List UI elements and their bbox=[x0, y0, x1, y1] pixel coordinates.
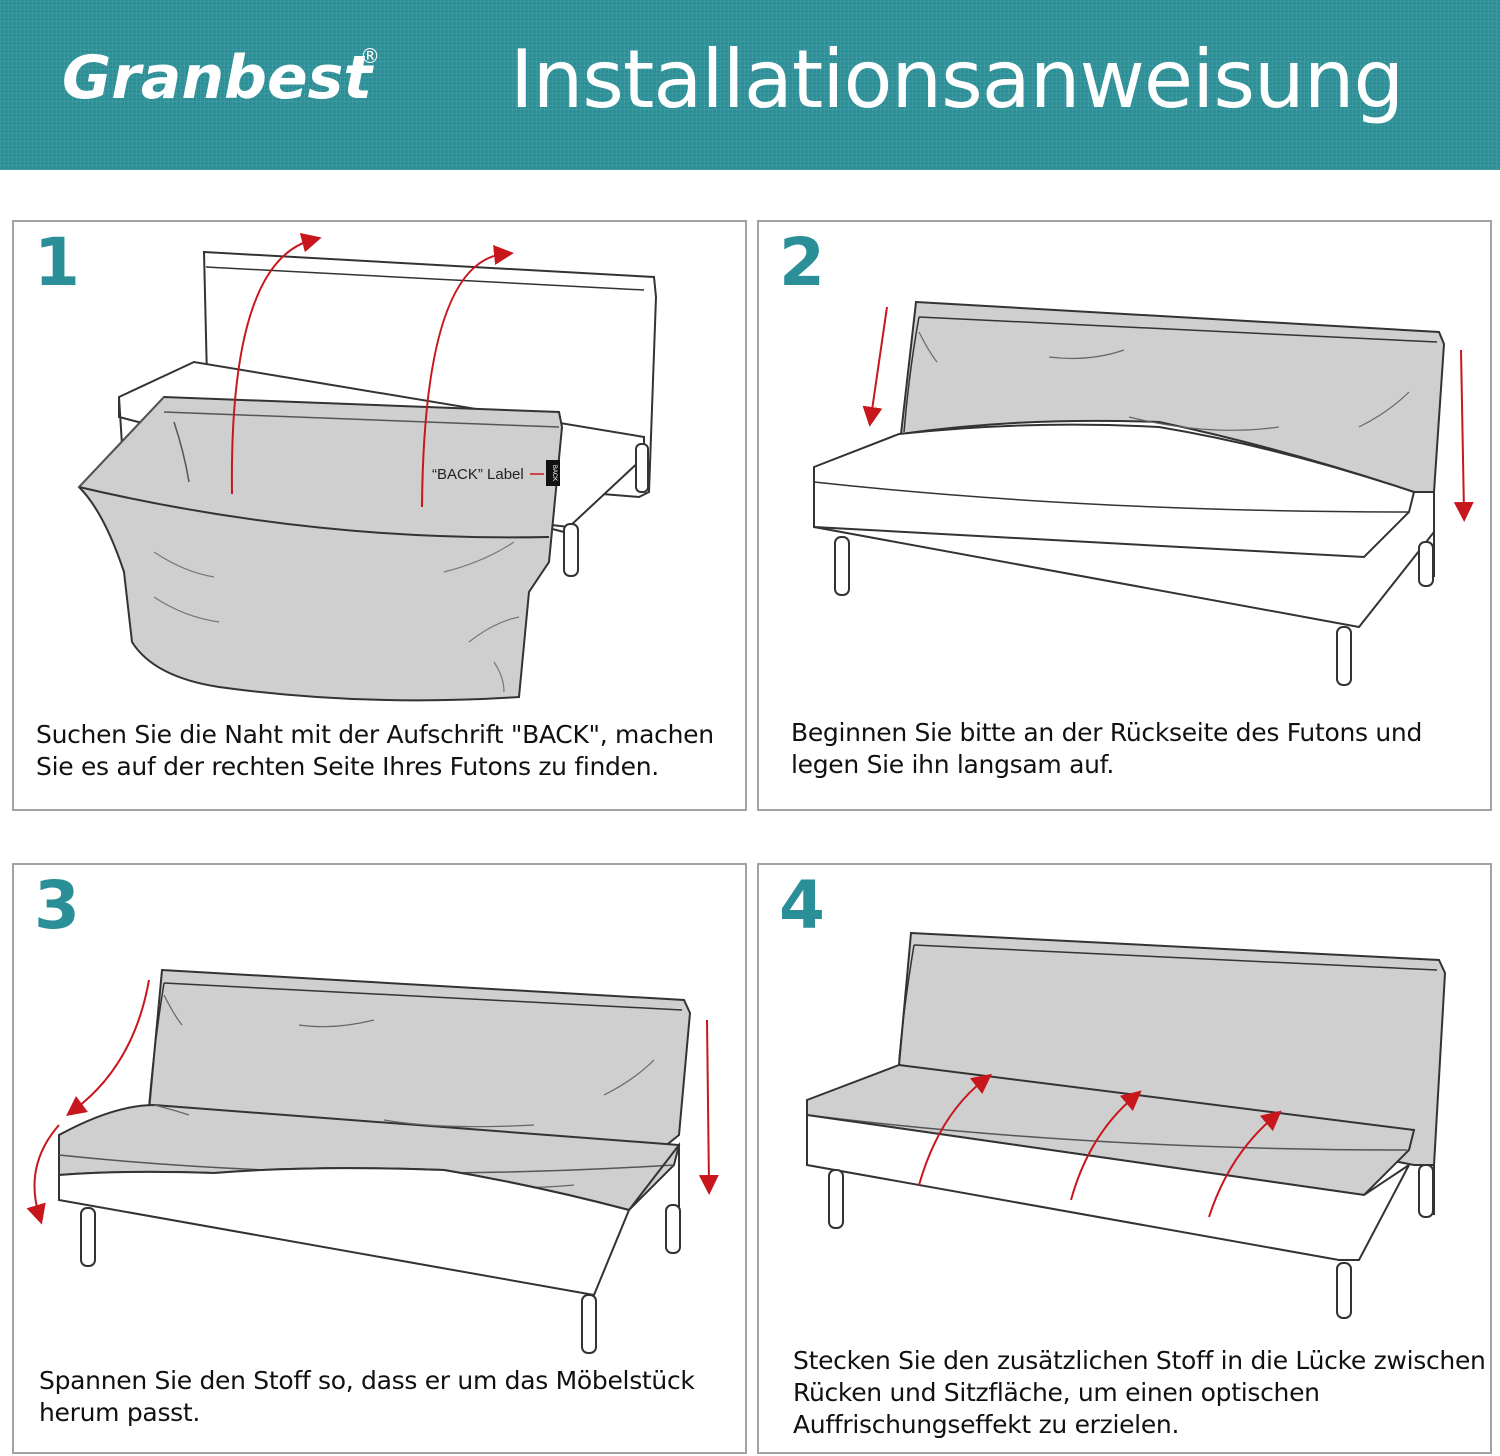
step-number-3: 3 bbox=[34, 867, 80, 944]
step-caption-4: Stecken Sie den zusätzlichen Stoff in di… bbox=[793, 1346, 1486, 1439]
back-label-text: “BACK” Label bbox=[432, 466, 524, 483]
header-banner: Granbest ® Installationsanweisung bbox=[0, 0, 1500, 170]
brand-logo: Granbest bbox=[62, 43, 373, 113]
step-caption-3: Spannen Sie den Stoff so, dass er um das… bbox=[39, 1366, 695, 1427]
step-3-illustration bbox=[26, 968, 719, 1354]
step-number-1: 1 bbox=[34, 224, 80, 301]
step-4-illustration bbox=[806, 931, 1447, 1319]
step-panel-4: 4 Stecken Sie den zusätzlichen Stoff in … bbox=[757, 863, 1492, 1454]
step-2-illustration bbox=[813, 300, 1474, 686]
step-number-4: 4 bbox=[779, 867, 825, 944]
step-panel-3: 3 Spannen Sie den Stoff so, dass er um d… bbox=[12, 863, 747, 1454]
step-caption-1: Suchen Sie die Naht mit der Aufschrift "… bbox=[36, 720, 714, 781]
step-1-illustration: “BACK” Label BACK bbox=[77, 232, 658, 702]
page-title: Installationsanweisung bbox=[510, 33, 1404, 126]
step-panel-2: 2 Beginnen Sie bitte an der Rückseite de… bbox=[757, 220, 1492, 811]
registered-mark: ® bbox=[360, 44, 380, 68]
back-tag-text: BACK bbox=[551, 465, 557, 481]
step-number-2: 2 bbox=[779, 224, 825, 301]
step-panel-1: “BACK” Label BACK 1 Suchen Sie die Naht … bbox=[12, 220, 747, 811]
step-caption-2: Beginnen Sie bitte an der Rückseite des … bbox=[791, 718, 1423, 779]
